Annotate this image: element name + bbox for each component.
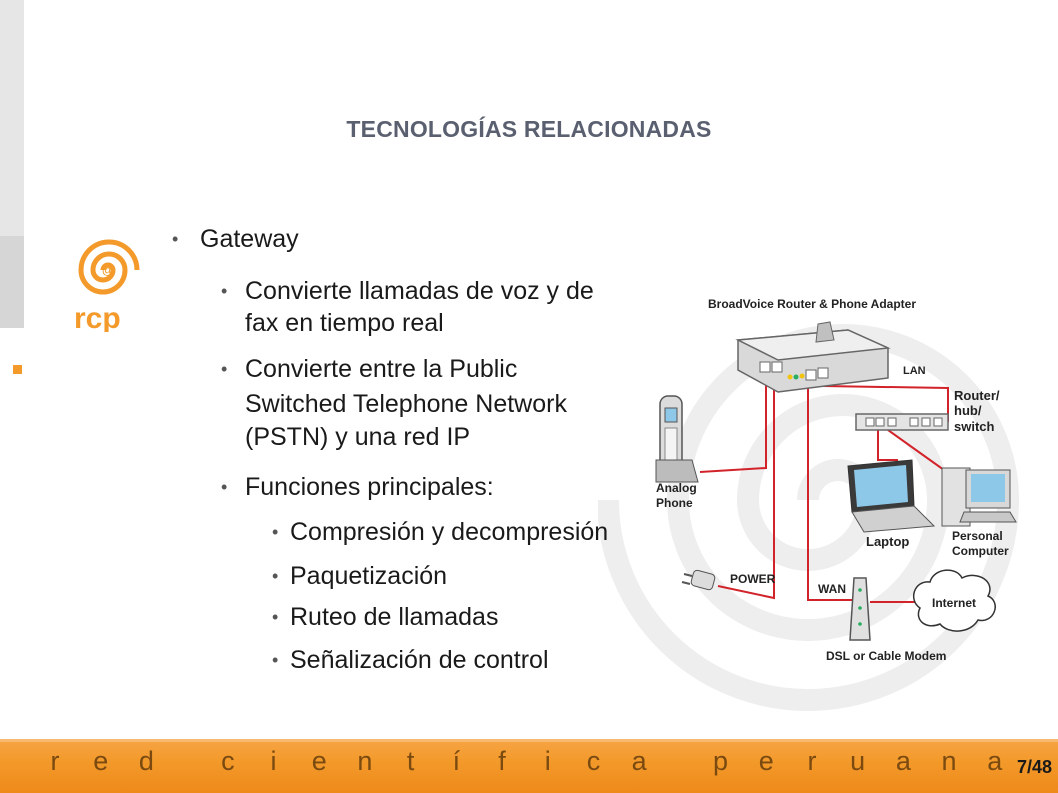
wan-label: WAN (818, 582, 846, 596)
network-diagram: BroadVoice Router & Phone Adapter LAN Ro… (655, 297, 1017, 663)
analog-phone-icon (655, 395, 699, 483)
laptop-label: Laptop (866, 534, 909, 549)
background-swirl (598, 324, 1020, 711)
power-label: POWER (730, 572, 776, 586)
footer-letter: a (987, 746, 1003, 776)
internet-cloud-icon (912, 569, 996, 632)
footer-letter: a (631, 746, 647, 776)
footer-letter: i (544, 746, 551, 776)
personal-computer-icon (941, 467, 1017, 527)
bullet-item: •Convierte llamadas de voz y de (221, 277, 594, 305)
left-decor-bar-dark (0, 236, 24, 328)
footer-letter: n (357, 746, 373, 776)
left-decor-bar (0, 0, 24, 236)
bullet-text: Convierte entre la Public (245, 355, 518, 383)
footer-letter: a (895, 746, 911, 776)
footer-letter: f (498, 746, 506, 776)
phone-label: Analog (656, 481, 697, 495)
footer-letter: u (850, 746, 866, 776)
bullet-list: •Gateway •Convierte llamadas de voz y de… (172, 225, 609, 674)
svg-text:rcp: rcp (74, 302, 121, 332)
pc-label: Personal (952, 529, 1003, 543)
phone-label: Phone (656, 496, 693, 510)
footer-letter: í (452, 746, 461, 776)
bullet-item: •Señalización de control (272, 646, 549, 674)
bullet-text: fax en tiempo real (245, 309, 444, 337)
bullet-item: •Paquetización (272, 562, 448, 590)
internet-label: Internet (932, 596, 976, 610)
bullet-text: Convierte llamadas de voz y de (245, 277, 594, 305)
footer-letter: i (270, 746, 277, 776)
footer-letter: r (50, 746, 60, 776)
bullet-item: •Ruteo de llamadas (272, 603, 499, 631)
switch-device (855, 413, 949, 431)
bullet-text: Switched Telephone Network (245, 390, 567, 418)
bullet-item: •Compresión y decompresión (272, 518, 609, 546)
footer-letter: p (713, 746, 729, 776)
bullet-text: Paquetización (290, 562, 448, 590)
laptop-icon (847, 459, 936, 533)
switch-label: hub/ (954, 403, 982, 418)
footer-brand-text: r e d c i e n t í f i c a p e r u a n a (45, 746, 1005, 777)
router-label: BroadVoice Router & Phone Adapter (708, 297, 916, 311)
bullet-item-continuation: fax en tiempo real (245, 308, 444, 338)
footer-bar (0, 739, 1058, 793)
bullet-item: •Funciones principales: (221, 473, 494, 501)
bullet-text: Compresión y decompresión (290, 518, 609, 546)
cables (699, 371, 959, 603)
page-number: 7/48 (1016, 757, 1052, 777)
bullet-item-continuation: Switched Telephone Network (245, 389, 567, 419)
switch-label: Router/ (954, 388, 1000, 403)
modem-label: DSL or Cable Modem (826, 649, 946, 663)
modem-icon (849, 577, 871, 641)
rcp-logo: @ rcp (74, 239, 140, 332)
footer-highlight (0, 739, 1058, 742)
footer-letter: e (93, 746, 109, 776)
bullet-text: (PSTN) y una red IP (245, 423, 471, 451)
switch-label: switch (954, 419, 995, 434)
bullet-text: Señalización de control (290, 646, 549, 674)
bullet-text: Ruteo de llamadas (290, 603, 499, 631)
footer-letter: t (406, 746, 415, 776)
footer-letter: n (941, 746, 957, 776)
slide-title: TECNOLOGÍAS RELACIONADAS (346, 116, 712, 142)
router-device (735, 321, 891, 393)
bullet-text: Gateway (200, 225, 299, 253)
bullet-item-continuation: (PSTN) y una red IP (245, 422, 470, 452)
lan-label: LAN (903, 365, 926, 377)
footer-letter: r (807, 746, 817, 776)
pc-label: Computer (952, 544, 1009, 558)
bullet-item: •Convierte entre la Public (221, 355, 518, 383)
power-plug-icon (681, 569, 716, 591)
bullet-item: •Gateway (172, 225, 299, 253)
footer-letter: c (586, 746, 601, 776)
svg-text:@: @ (102, 263, 114, 277)
footer-letter: e (758, 746, 774, 776)
side-marker (13, 365, 22, 374)
footer-letter: d (138, 746, 154, 776)
footer-letter: c (221, 746, 235, 776)
footer-letter: e (311, 746, 327, 776)
bullet-text: Funciones principales: (245, 473, 494, 501)
